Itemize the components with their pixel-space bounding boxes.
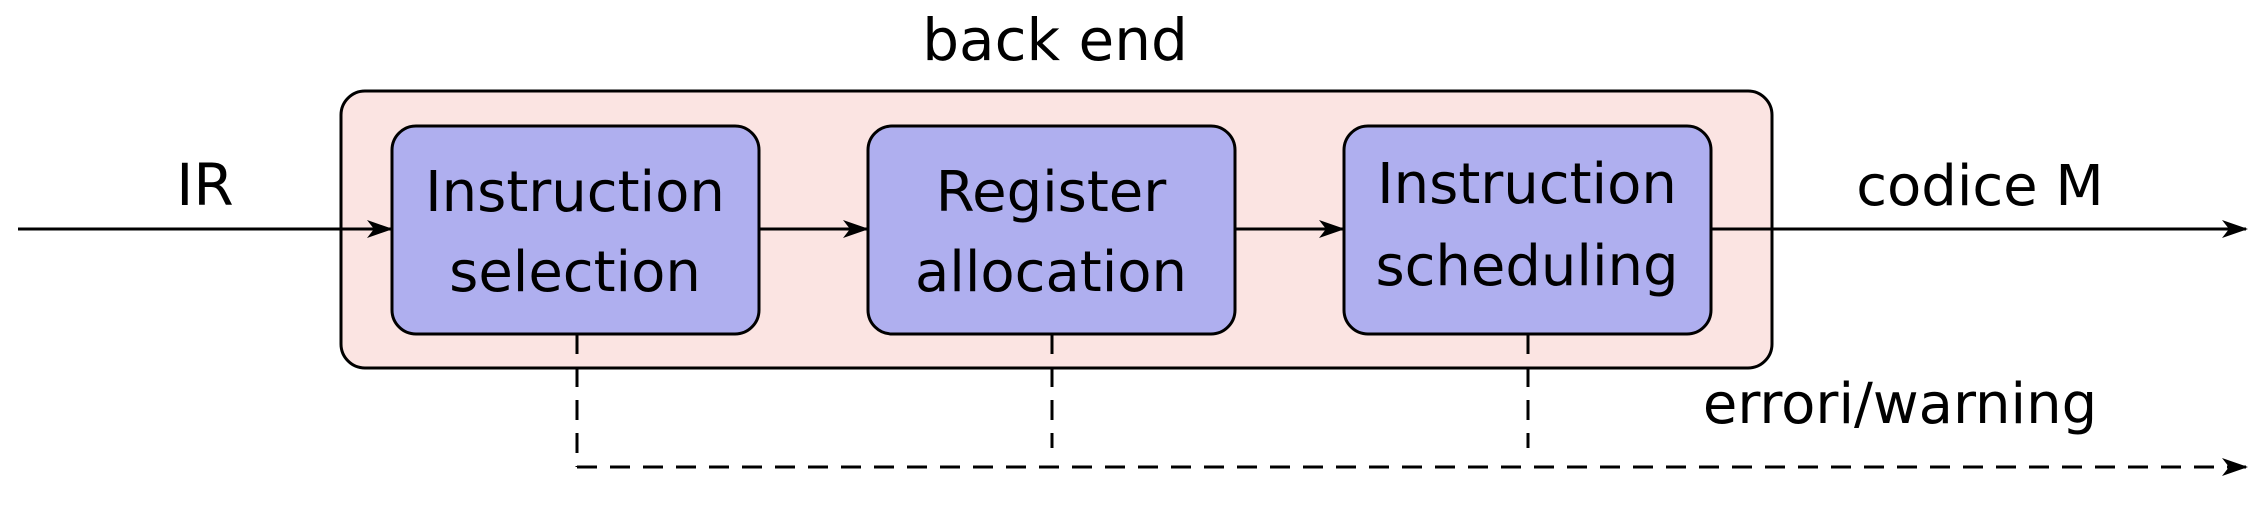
stage-register-allocation-line1: Register: [936, 160, 1168, 225]
stage-register-allocation-line2: allocation: [915, 240, 1187, 305]
diagnostics-label: errori/warning: [1703, 372, 2097, 437]
input-label: IR: [176, 151, 233, 219]
stage-instruction-selection-line2: selection: [449, 240, 701, 305]
backend-title: back end: [922, 6, 1188, 74]
output-label: codice M: [1856, 154, 2104, 219]
stage-instruction-selection-line1: Instruction: [425, 160, 725, 225]
stage-instruction-scheduling-line2: scheduling: [1375, 234, 1678, 299]
stage-instruction-scheduling-line1: Instruction: [1377, 152, 1677, 217]
